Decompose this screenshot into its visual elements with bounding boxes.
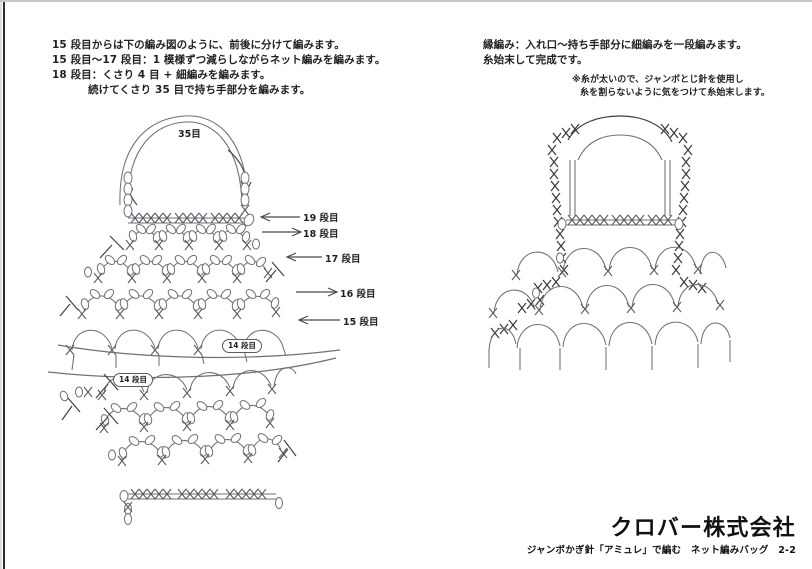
row-badge-14-upper: 14 段目 [222, 339, 263, 353]
right-instruction-line-1: 縁編み：入れ口～持ち手部分に細編みを一段編みます。 [483, 39, 747, 51]
row-17-net [84, 254, 285, 284]
left-instruction-line-4: 続けてくさり 35 目で持ち手部分を編みます。 [88, 84, 311, 96]
right-chain-column [240, 171, 250, 216]
left-instruction-line-2: 15 段目～17 段目：1 模様ずつ減らしながらネット編みを編みます。 [52, 54, 386, 66]
page-left-edge-light [0, 2, 2, 569]
page-left-binding-edge [3, 2, 5, 569]
right-net-joins [488, 263, 725, 319]
right-opening-sc-band [557, 214, 684, 230]
left-chain-column [123, 171, 133, 218]
row-label-15: 15 段目 [343, 317, 379, 328]
right-note-line-2: 糸を割らないように気をつけて糸始末します。 [580, 88, 771, 98]
right-note-line-1: ※糸が太いので、ジャンボとじ針を使用し [572, 75, 744, 85]
row-label-19: 19 段目 [303, 213, 339, 224]
row-label-17: 17 段目 [325, 254, 361, 265]
row-badge-14-lower: 14 段目 [113, 373, 154, 387]
right-handle-arc [567, 115, 673, 161]
row-label-16: 16 段目 [340, 289, 376, 300]
start-direction-arrow [123, 179, 138, 206]
pattern-title-text: ジャンボかぎ針「アミュレ」で編む ネット編みバッグ 2-2 [526, 545, 796, 556]
company-logo-text: クロバー株式会社 [610, 516, 796, 541]
right-instruction-line-2: 糸始末して完成です。 [483, 54, 588, 66]
page-top-edge [0, 0, 812, 2]
left-instruction-line-3: 18 段目：くさり 4 目 + 細編みを編みます。 [52, 69, 271, 81]
right-bottom-stems [488, 340, 731, 370]
row-label-18: 18 段目 [303, 229, 339, 240]
row-16-net [59, 288, 281, 320]
bottom-sc-band [119, 488, 283, 525]
left-instruction-line-1: 15 段目からは下の編み図のように、前後に分けて編みます。 [52, 39, 345, 51]
footer-branding: クロバー株式会社 ジャンボかぎ針「アミュレ」で編む ネット編みバッグ 2-2 [527, 516, 796, 557]
right-edge-stitches-left [490, 123, 580, 339]
right-body-net [488, 246, 731, 351]
row-19-sc-band [128, 212, 255, 227]
handle-direction-arrow [227, 149, 252, 193]
right-handle-chain-columns [569, 160, 671, 216]
bottom-net-section [59, 367, 297, 525]
cut-break-lines [47, 344, 341, 379]
row-18-net [99, 223, 260, 259]
right-edge-stitches-right [660, 123, 707, 294]
chain-count-label: 35目 [178, 129, 201, 140]
